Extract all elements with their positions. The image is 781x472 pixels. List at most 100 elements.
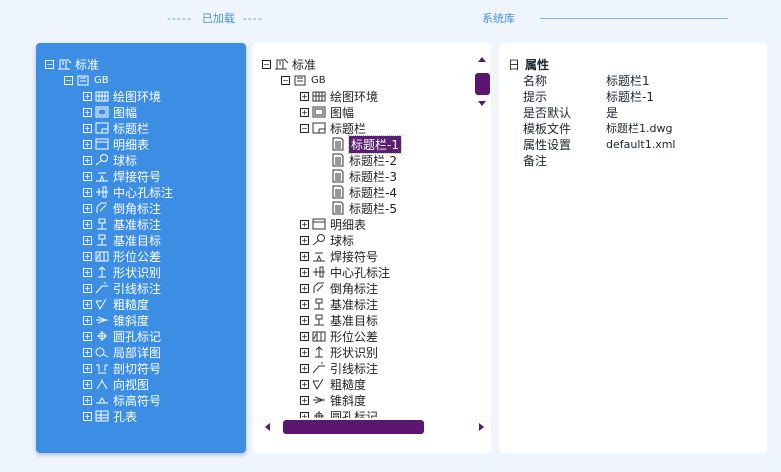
tree-item[interactable]: +孔表 [36, 408, 246, 424]
tree-item[interactable]: +标题栏 [36, 120, 246, 136]
tree-item[interactable]: +引线标注 [36, 280, 246, 296]
tree-item[interactable]: +粗糙度 [253, 376, 491, 392]
loaded-tree[interactable]: −标准−GB+绘图环境+图幅+标题栏+明细表+球标+焊接符号+中心孔标注+倒角标… [36, 56, 246, 424]
tree-item[interactable]: +焊接符号 [253, 248, 491, 264]
expand-icon[interactable]: + [300, 395, 309, 405]
expand-icon[interactable]: + [300, 251, 309, 261]
tree-item-gb[interactable]: −GB [36, 72, 246, 88]
property-value[interactable]: 标题栏1.dwg [606, 122, 673, 135]
expand-icon[interactable]: + [83, 251, 92, 261]
collapse-icon[interactable]: 日 [508, 57, 521, 72]
expand-icon[interactable]: + [83, 331, 92, 341]
tree-item[interactable]: +球标 [36, 152, 246, 168]
property-row[interactable]: 模板文件标题栏1.dwg [508, 120, 761, 136]
tree-item-title-block[interactable]: 标题栏-1 [253, 134, 491, 154]
scroll-up-arrow-icon[interactable] [478, 57, 486, 62]
collapse-icon[interactable]: − [262, 59, 271, 69]
expand-icon[interactable]: + [83, 107, 92, 117]
tree-item[interactable]: +图幅 [36, 104, 246, 120]
expand-icon[interactable]: + [300, 379, 309, 389]
expand-icon[interactable]: + [83, 235, 92, 245]
tree-item[interactable]: +图幅 [253, 104, 491, 120]
expand-icon[interactable]: + [300, 299, 309, 309]
tree-item[interactable]: +倒角标注 [36, 200, 246, 216]
expand-icon[interactable]: + [300, 331, 309, 341]
expand-icon[interactable]: + [300, 235, 309, 245]
tree-item-title-block[interactable]: 标题栏-4 [253, 184, 491, 200]
tree-item[interactable]: +引线标注 [253, 360, 491, 376]
expand-icon[interactable]: + [83, 315, 92, 325]
tree-item-standard[interactable]: −标准 [36, 56, 246, 72]
property-row[interactable]: 提示标题栏-1 [508, 88, 761, 104]
expand-icon[interactable]: + [83, 395, 92, 405]
expand-icon[interactable]: + [83, 187, 92, 197]
vertical-scrollbar[interactable] [475, 55, 491, 111]
tree-item[interactable]: +中心孔标注 [36, 184, 246, 200]
horizontal-scroll-thumb[interactable] [283, 420, 424, 434]
tree-item[interactable]: +基准目标 [253, 312, 491, 328]
tree-item[interactable]: +形位公差 [253, 328, 491, 344]
expand-icon[interactable]: + [83, 299, 92, 309]
vertical-scroll-thumb[interactable] [475, 73, 490, 95]
expand-icon[interactable]: + [83, 139, 92, 149]
horizontal-scrollbar[interactable] [263, 419, 487, 435]
tree-item[interactable]: +明细表 [36, 136, 246, 152]
tree-item[interactable]: +锥斜度 [36, 312, 246, 328]
tree-item-gb[interactable]: −GB [253, 72, 491, 88]
expand-icon[interactable]: + [83, 91, 92, 101]
tree-item[interactable]: +锥斜度 [253, 392, 491, 408]
tree-item[interactable]: +绘图环境 [253, 88, 491, 104]
tree-item-title-block[interactable]: 标题栏-3 [253, 168, 491, 184]
expand-icon[interactable]: + [83, 123, 92, 133]
collapse-icon[interactable]: − [300, 123, 309, 133]
expand-icon[interactable]: + [300, 411, 309, 418]
expand-icon[interactable]: + [83, 155, 92, 165]
tree-item[interactable]: +形位公差 [36, 248, 246, 264]
property-value[interactable]: 标题栏-1 [606, 89, 654, 104]
expand-icon[interactable]: + [83, 411, 92, 421]
tree-item[interactable]: +球标 [253, 232, 491, 248]
expand-icon[interactable]: + [300, 219, 309, 229]
tree-item[interactable]: +基准标注 [253, 296, 491, 312]
expand-icon[interactable]: + [83, 171, 92, 181]
property-section-header[interactable]: 日 属性 [508, 56, 761, 72]
tree-item[interactable]: +形状识别 [253, 344, 491, 360]
tree-item[interactable]: +绘图环境 [36, 88, 246, 104]
expand-icon[interactable]: + [83, 379, 92, 389]
scroll-down-arrow-icon[interactable] [478, 101, 486, 106]
tree-item[interactable]: +剖切符号 [36, 360, 246, 376]
expand-icon[interactable]: + [300, 315, 309, 325]
expand-icon[interactable]: + [83, 219, 92, 229]
tree-item[interactable]: +圆孔标记 [36, 328, 246, 344]
expand-icon[interactable]: + [300, 283, 309, 293]
tree-item[interactable]: −标题栏 [253, 120, 491, 136]
tree-item[interactable]: +明细表 [253, 216, 491, 232]
tree-item[interactable]: +基准目标 [36, 232, 246, 248]
collapse-icon[interactable]: − [281, 75, 290, 85]
tree-item-title-block[interactable]: 标题栏-2 [253, 152, 491, 168]
tree-item-title-block[interactable]: 标题栏-5 [253, 200, 491, 216]
property-row[interactable]: 名称标题栏1 [508, 72, 761, 88]
collapse-icon[interactable]: − [64, 75, 73, 85]
expand-icon[interactable]: + [300, 107, 309, 117]
tree-item[interactable]: +中心孔标注 [253, 264, 491, 280]
collapse-icon[interactable]: − [45, 59, 54, 69]
tree-item[interactable]: +标高符号 [36, 392, 246, 408]
tree-item[interactable]: +粗糙度 [36, 296, 246, 312]
tree-item[interactable]: +基准标注 [36, 216, 246, 232]
expand-icon[interactable]: + [300, 267, 309, 277]
loaded-tree-panel[interactable]: −标准−GB+绘图环境+图幅+标题栏+明细表+球标+焊接符号+中心孔标注+倒角标… [36, 43, 246, 453]
expand-icon[interactable]: + [83, 283, 92, 293]
property-row[interactable]: 是否默认是 [508, 104, 761, 120]
expand-icon[interactable]: + [300, 347, 309, 357]
scroll-right-arrow-icon[interactable] [479, 423, 484, 431]
tree-item[interactable]: +局部详图 [36, 344, 246, 360]
property-value[interactable]: 是 [606, 105, 619, 120]
tree-item-standard[interactable]: −标准 [253, 56, 491, 72]
expand-icon[interactable]: + [83, 203, 92, 213]
scroll-left-arrow-icon[interactable] [265, 423, 270, 431]
tree-item[interactable]: +圆孔标记 [253, 408, 491, 418]
